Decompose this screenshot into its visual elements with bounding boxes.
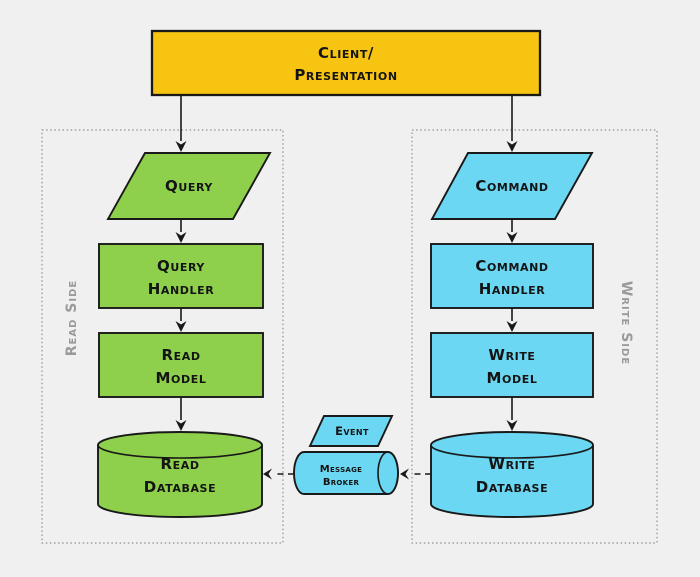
query-label: Query <box>165 177 213 195</box>
event-parallelogram <box>308 415 394 447</box>
event-node: Event <box>308 415 394 447</box>
arrow-query-handler-to-read-model <box>175 308 187 332</box>
command-handler-label-line1: Command <box>475 257 548 275</box>
client-box <box>150 29 542 97</box>
write-side-label: Write Side <box>618 281 634 365</box>
write-model-box <box>430 332 594 398</box>
command-handler-label-line2: Handler <box>479 280 546 298</box>
write-model-label-line1: Write <box>488 346 535 364</box>
arrow-message-broker-to-read-database <box>263 468 294 480</box>
client-label-line1: Client/ <box>318 44 374 62</box>
query-handler-label-line1: Query <box>157 257 205 275</box>
query-handler-label-line2: Handler <box>148 280 215 298</box>
read-model-label-line2: Model <box>156 369 207 387</box>
command-handler-node: Command Handler <box>430 243 594 309</box>
write-database-rim <box>430 444 594 459</box>
command-handler-box <box>430 243 594 309</box>
write-model-node: Write Model <box>430 332 594 398</box>
arrow-read-model-to-read-database <box>175 397 187 431</box>
read-model-box <box>98 332 264 398</box>
query-handler-box <box>98 243 264 309</box>
message-broker-label-line1: Message <box>320 464 363 475</box>
message-broker-node: Message Broker <box>293 451 399 495</box>
read-database-label-line2: Database <box>144 478 216 496</box>
read-database-rim <box>97 444 263 459</box>
query-parallelogram <box>106 152 272 220</box>
read-database-label-line1: Read <box>160 455 199 473</box>
command-parallelogram <box>430 152 594 220</box>
arrow-query-to-query-handler <box>175 219 187 243</box>
read-model-node: Read Model <box>98 332 264 398</box>
write-database-label-line2: Database <box>476 478 548 496</box>
arrow-command-handler-to-write-model <box>506 308 518 332</box>
client-label-line2: Presentation <box>294 66 397 84</box>
write-model-label-line2: Model <box>487 369 538 387</box>
read-side-label: Read Side <box>64 280 80 356</box>
client-node: Client/ Presentation <box>150 29 542 97</box>
command-node: Command <box>430 152 594 220</box>
command-label: Command <box>475 177 548 195</box>
query-node: Query <box>106 152 272 220</box>
write-database-cylinder <box>430 431 594 518</box>
write-database-label-line1: Write <box>488 455 535 473</box>
query-handler-node: Query Handler <box>98 243 264 309</box>
arrow-write-model-to-write-database <box>506 397 518 431</box>
event-label: Event <box>335 424 369 438</box>
arrow-client-to-query <box>175 95 187 152</box>
read-model-label-line1: Read <box>161 346 200 364</box>
read-database-cylinder <box>97 431 263 518</box>
write-side-container <box>411 129 658 544</box>
arrow-command-to-command-handler <box>506 219 518 243</box>
read-database-node: Read Database <box>97 431 263 518</box>
arrow-write-database-to-message-broker <box>400 468 431 480</box>
message-broker-rim <box>377 451 399 495</box>
read-side-container <box>41 129 284 544</box>
write-database-node: Write Database <box>430 431 594 518</box>
arrow-client-to-command <box>506 95 518 152</box>
message-broker-label-line2: Broker <box>323 477 360 488</box>
